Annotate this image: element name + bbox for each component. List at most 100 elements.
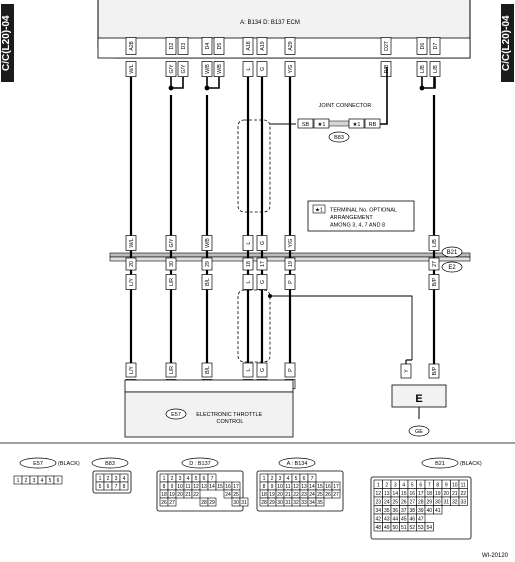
- svg-text:35: 35: [317, 500, 323, 506]
- svg-text:26: 26: [161, 500, 167, 506]
- svg-text:27: 27: [432, 261, 438, 267]
- svg-text:29: 29: [426, 500, 432, 506]
- svg-text:G: G: [260, 67, 266, 71]
- joint-right-mark: ★1: [353, 121, 361, 128]
- joint-right-color: RB: [369, 122, 377, 128]
- splice-dot: [168, 85, 174, 91]
- wire-merge: [421, 77, 436, 89]
- svg-text:20: 20: [129, 261, 135, 267]
- svg-text:31: 31: [443, 500, 449, 506]
- svg-text:A19: A19: [260, 41, 266, 50]
- svg-text:4: 4: [287, 476, 290, 482]
- lower-wire-color: L: [242, 274, 254, 290]
- svg-text:48: 48: [375, 525, 381, 531]
- svg-text:11: 11: [285, 484, 290, 490]
- svg-text:15: 15: [317, 484, 323, 490]
- svg-text:12: 12: [293, 484, 299, 490]
- svg-text:28: 28: [201, 500, 207, 506]
- svg-text:L/Y: L/Y: [129, 278, 135, 286]
- svg-text:14: 14: [209, 484, 215, 490]
- svg-text:26: 26: [325, 492, 331, 498]
- svg-text:28: 28: [261, 500, 267, 506]
- svg-text:B/L: B/L: [205, 278, 211, 286]
- lower-wire-color: G: [256, 274, 268, 290]
- wire-merge: [170, 77, 184, 89]
- svg-text:L/B: L/B: [433, 65, 439, 73]
- svg-text:5: 5: [195, 476, 198, 482]
- svg-text:2: 2: [171, 476, 174, 482]
- ecm-pin-wire-color: L/B: [429, 61, 441, 77]
- ground-tag: GE: [415, 429, 423, 435]
- svg-text:6: 6: [303, 476, 306, 482]
- svg-text:4: 4: [41, 478, 44, 484]
- svg-text:25: 25: [317, 492, 323, 498]
- lower-wire-color: P: [284, 274, 296, 290]
- svg-text:14: 14: [392, 491, 398, 497]
- ground-connector-e: E GE: [391, 384, 447, 437]
- svg-text:35: 35: [384, 508, 390, 514]
- ecm-pin-wire-color: W/L: [125, 61, 137, 77]
- lower-wire-color: L/R: [165, 274, 177, 290]
- svg-text:7: 7: [211, 476, 214, 482]
- svg-text:L/R: L/R: [169, 278, 175, 286]
- mid-pin-number: 19: [284, 257, 296, 271]
- svg-text:L: L: [246, 368, 252, 371]
- svg-text:27: 27: [409, 500, 415, 506]
- svg-text:21: 21: [452, 491, 458, 497]
- svg-text:P: P: [288, 368, 294, 372]
- svg-text:3: 3: [33, 478, 36, 484]
- svg-text:3: 3: [115, 476, 118, 482]
- ecm-pin-wire-color: Y/G: [284, 61, 296, 77]
- svg-text:17: 17: [260, 261, 266, 267]
- svg-text:42: 42: [375, 517, 381, 523]
- svg-text:30: 30: [277, 500, 283, 506]
- svg-text:46: 46: [409, 517, 415, 523]
- svg-text:2: 2: [271, 476, 274, 482]
- svg-text:8: 8: [163, 484, 166, 490]
- e2-tag-label: E2: [448, 265, 456, 271]
- svg-text:30: 30: [435, 500, 441, 506]
- svg-text:G: G: [260, 368, 266, 372]
- mid-wire-color: W/L: [125, 235, 137, 251]
- svg-text:A29: A29: [288, 41, 294, 50]
- wire-merge: [206, 77, 220, 89]
- svg-text:L/B: L/B: [420, 65, 426, 73]
- svg-text:L: L: [246, 280, 252, 283]
- svg-text:D : B137: D : B137: [189, 461, 210, 467]
- svg-text:6: 6: [57, 478, 60, 484]
- svg-text:5: 5: [99, 484, 102, 490]
- svg-text:19: 19: [435, 491, 441, 497]
- etc-connector: E57: [171, 412, 181, 418]
- b21-tag: B21: [441, 246, 463, 258]
- mid-pin-number: 18: [242, 257, 254, 271]
- ecm-pin-label: D7: [429, 37, 441, 55]
- svg-text:2: 2: [25, 478, 28, 484]
- lower-wire-color: B/L: [201, 274, 213, 290]
- svg-text:39: 39: [418, 508, 424, 514]
- svg-text:24: 24: [309, 492, 315, 498]
- note-line3: AMONG 3, 4, 7 AND 8: [330, 223, 385, 229]
- svg-text:24: 24: [225, 492, 231, 498]
- mid-pin-number: 30: [165, 257, 177, 271]
- svg-text:W/B: W/B: [217, 64, 223, 74]
- svg-text:G: G: [260, 280, 266, 284]
- svg-text:W/B: W/B: [205, 64, 211, 74]
- note-line1: TERMINAL No. OPTIONAL: [330, 208, 397, 214]
- svg-text:15: 15: [401, 491, 407, 497]
- splice-dot: [419, 85, 425, 91]
- svg-text:14: 14: [309, 484, 315, 490]
- svg-text:29: 29: [205, 261, 211, 267]
- mid-wire-color: G: [256, 235, 268, 251]
- svg-text:25: 25: [233, 492, 239, 498]
- svg-text:18: 18: [261, 492, 267, 498]
- svg-text:(BLACK): (BLACK): [58, 461, 80, 467]
- svg-text:3: 3: [394, 483, 397, 489]
- svg-text:10: 10: [277, 484, 283, 490]
- svg-text:17: 17: [333, 484, 339, 490]
- svg-text:20: 20: [443, 491, 449, 497]
- svg-text:9: 9: [171, 484, 174, 490]
- lower-wire-color: B/P: [428, 274, 440, 290]
- svg-text:D7: D7: [433, 43, 439, 50]
